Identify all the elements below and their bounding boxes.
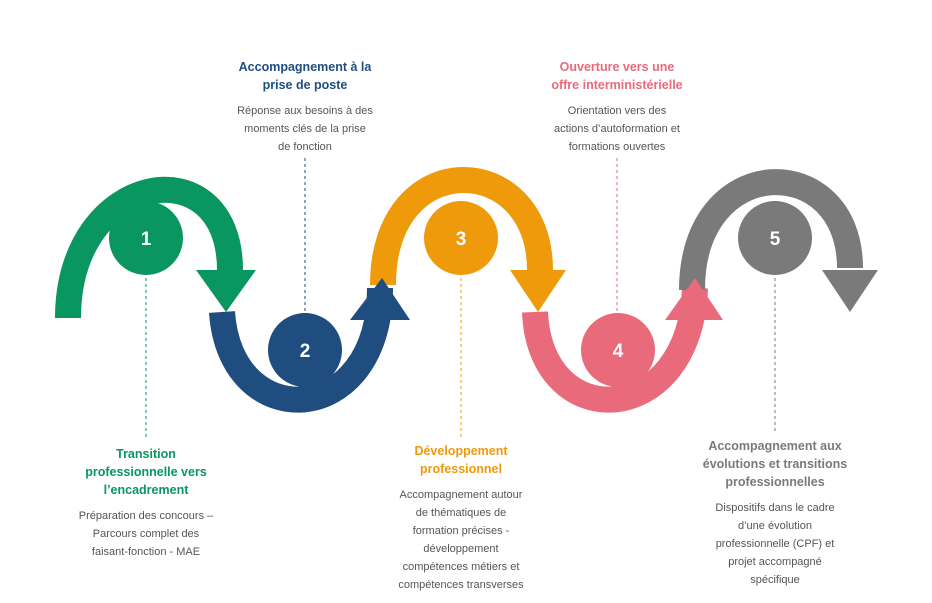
step-description-1: Préparation des concours – Parcours comp… — [78, 510, 214, 558]
arc-5 — [679, 169, 863, 291]
step-description-3: Accompagnement autour de thématiques de … — [398, 489, 524, 591]
step-title-4: Ouverture vers une offre interministérie… — [551, 60, 683, 92]
step-title-3: Développement professionnel — [414, 444, 508, 476]
step-circle-5 — [738, 201, 812, 275]
arrowhead-2 — [350, 278, 410, 320]
arc-2 — [209, 287, 393, 413]
arrowhead-4 — [665, 278, 723, 320]
arrowhead-1 — [196, 270, 256, 312]
step-description-2: Réponse aux besoins à des moments clés d… — [237, 105, 373, 153]
step-block-3: Développement professionnel Accompagneme… — [375, 442, 547, 594]
step-block-1: Transition professionnelle vers l’encadr… — [56, 445, 236, 561]
arc-1 — [55, 176, 243, 319]
step-circle-4 — [581, 313, 655, 387]
step-circle-3 — [424, 201, 498, 275]
arc-3 — [370, 167, 553, 286]
step-number-1: 1 — [141, 229, 152, 250]
step-number-2: 2 — [300, 341, 311, 362]
step-circle-2 — [268, 313, 342, 387]
step-title-5: Accompagnement aux évolutions et transit… — [702, 439, 848, 489]
step-number-3: 3 — [456, 229, 467, 250]
arc-4 — [522, 287, 708, 413]
step-block-4: Ouverture vers une offre interministérie… — [527, 58, 707, 156]
step-title-2: Accompagnement à la prise de poste — [238, 60, 372, 92]
step-block-2: Accompagnement à la prise de poste Répon… — [215, 58, 395, 156]
step-description-4: Orientation vers des actions d’autoforma… — [554, 105, 680, 153]
step-title-1: Transition professionnelle vers l’encadr… — [85, 447, 207, 497]
step-number-4: 4 — [613, 341, 624, 362]
step-description-5: Dispositifs dans le cadre d’une évolutio… — [715, 502, 835, 586]
step-block-5: Accompagnement aux évolutions et transit… — [676, 437, 874, 589]
arrowhead-5 — [822, 270, 878, 312]
arrowhead-3 — [510, 270, 566, 312]
step-number-5: 5 — [770, 229, 781, 250]
step-circle-1 — [109, 201, 183, 275]
